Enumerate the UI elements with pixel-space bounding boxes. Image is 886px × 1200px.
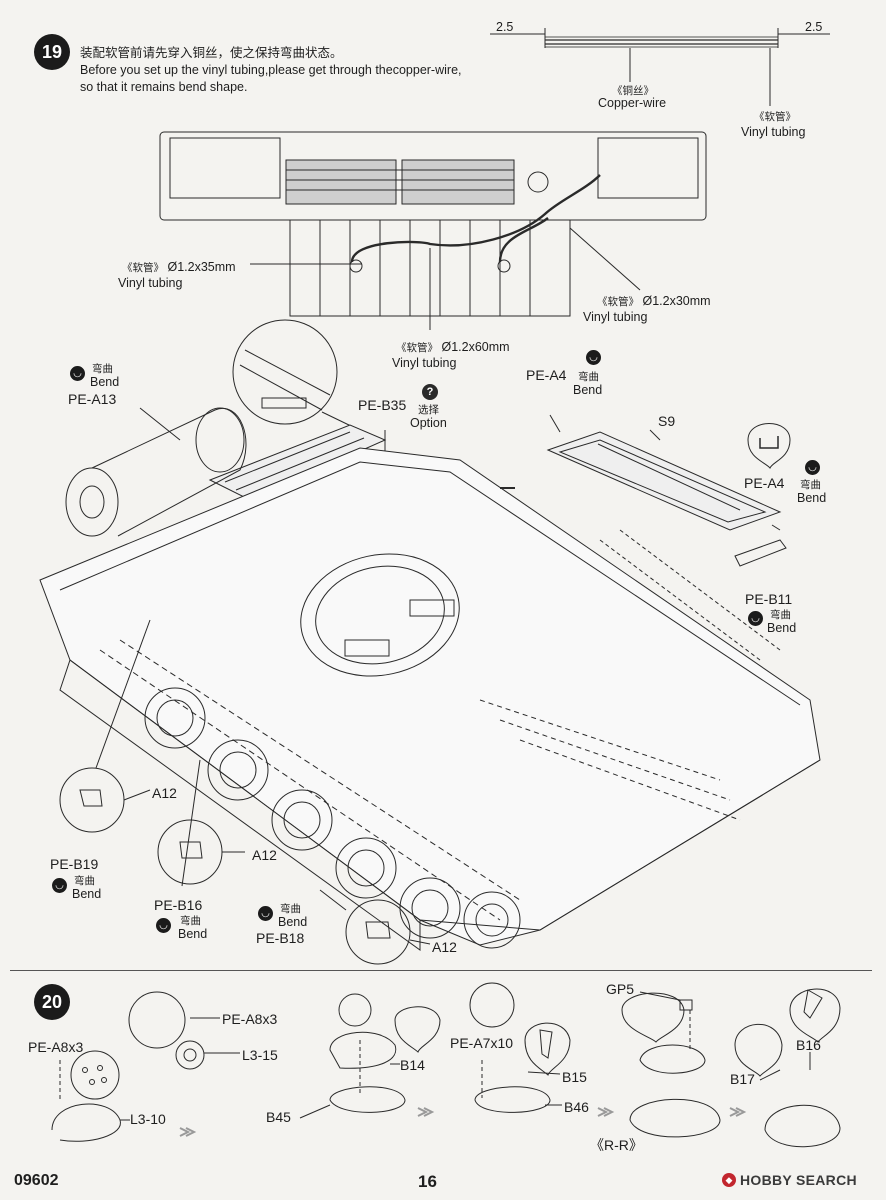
part-a12-3: A12	[432, 939, 457, 955]
part-pe-a4-right: PE-A4	[744, 475, 785, 491]
tube2-label: 《软管》 Ø1.2x30mm	[597, 294, 711, 309]
tube1-en: Vinyl tubing	[118, 276, 183, 290]
step-19-instruction-cn: 装配软管前请先穿入铜丝，使之保持弯曲状态。	[80, 46, 343, 60]
part-pe-b35: PE-B35	[358, 397, 407, 413]
tube1-size: Ø1.2x35mm	[167, 260, 236, 274]
bend-en-4: Bend	[767, 621, 797, 635]
step-19-instruction-en-2: so that it remains bend shape.	[80, 80, 248, 94]
bend-en-5: Bend	[72, 887, 102, 901]
dim-right: 2.5	[805, 20, 823, 34]
part-gp5: GP5	[606, 981, 635, 997]
s9-panel	[546, 429, 787, 567]
zoom-callout	[232, 319, 381, 441]
product-code: 09602	[14, 1172, 59, 1189]
bend-en-7: Bend	[278, 915, 308, 929]
part-pe-b18: PE-B18	[256, 930, 305, 946]
watermark: ◆ HOBBY SEARCH	[722, 1172, 857, 1188]
hobby-search-logo-icon: ◆	[722, 1173, 736, 1187]
part-b45: B45	[266, 1109, 291, 1125]
bend-icon: ◡	[748, 611, 763, 626]
part-pe-b16: PE-B16	[154, 897, 203, 913]
option-question-icon: ?	[422, 384, 438, 400]
part-a12-1: A12	[152, 785, 177, 801]
copper-wire-cn: 《铜丝》	[612, 85, 654, 97]
watermark-text: HOBBY SEARCH	[740, 1172, 857, 1188]
bend-icon: ◡	[156, 918, 171, 933]
part-pe-b11: PE-B11	[745, 591, 793, 607]
step-20-number: 20	[34, 984, 70, 1020]
bend-cn-3: 弯曲	[800, 479, 821, 491]
vinyl-top-en: Vinyl tubing	[741, 125, 806, 139]
bend-icon: ◡	[805, 460, 820, 475]
part-pe-a13: PE-A13	[68, 391, 117, 407]
bend-cn-6: 弯曲	[180, 915, 201, 927]
bend-cn-4: 弯曲	[770, 609, 791, 621]
part-b16: B16	[796, 1037, 821, 1053]
part-pe-a4-top: PE-A4	[526, 367, 567, 383]
tube1-cn: 《软管》	[122, 262, 164, 274]
part-s9: S9	[658, 413, 676, 429]
bend-icon: ◡	[586, 350, 601, 365]
bend-en-1: Bend	[90, 375, 120, 389]
tube2-en: Vinyl tubing	[583, 310, 648, 324]
tube3-size: Ø1.2x60mm	[441, 340, 510, 354]
section-divider	[10, 970, 872, 971]
part-b46: B46	[564, 1099, 589, 1115]
part-a12-2: A12	[252, 847, 277, 863]
page-number: 16	[418, 1172, 437, 1191]
tube3-en: Vinyl tubing	[392, 356, 457, 370]
bend-cn-7: 弯曲	[280, 903, 301, 915]
bend-en-6: Bend	[178, 927, 208, 941]
part-b15: B15	[562, 1069, 587, 1085]
part-l3-15: L3-15	[242, 1047, 278, 1063]
rear-hull-detail	[159, 131, 707, 330]
step20-drawings	[51, 982, 841, 1148]
part-pe-a8x3-left: PE-A8x3	[28, 1039, 84, 1055]
bend-cn-1: 弯曲	[92, 363, 113, 375]
part-b17: B17	[730, 1071, 755, 1087]
tube2-size: Ø1.2x30mm	[642, 294, 711, 308]
tube2-cn: 《软管》	[597, 296, 639, 308]
part-l3-10: L3-10	[130, 1111, 166, 1127]
bend-en-3: Bend	[797, 491, 827, 505]
part-b14: B14	[400, 1057, 425, 1073]
tube3-label: 《软管》 Ø1.2x60mm	[396, 340, 510, 355]
cylinder-drum	[65, 407, 247, 537]
step-19-number: 19	[34, 34, 70, 70]
part-pe-a7x10: PE-A7x10	[450, 1035, 514, 1051]
option-cn: 选择	[418, 404, 439, 416]
bend-icon: ◡	[258, 906, 273, 921]
bend-icon: ◡	[52, 878, 67, 893]
step-19-instruction-en-1: Before you set up the vinyl tubing,pleas…	[80, 63, 462, 77]
tank-hull	[39, 447, 821, 951]
part-pe-a8x3-mid: PE-A8x3	[222, 1011, 278, 1027]
dim-left: 2.5	[496, 20, 514, 34]
section-label-r-r: 《R-R》	[590, 1137, 643, 1153]
part-pe-b19: PE-B19	[50, 856, 99, 872]
bend-en-2: Bend	[573, 383, 603, 397]
option-en: Option	[410, 416, 447, 430]
bend-icon: ◡	[70, 366, 85, 381]
tube3-cn: 《软管》	[396, 342, 438, 354]
step19-leaders	[95, 407, 781, 945]
vinyl-top-cn: 《软管》	[754, 111, 796, 123]
bend-cn-2: 弯曲	[578, 371, 599, 383]
tube1-label: 《软管》 Ø1.2x35mm	[122, 260, 236, 275]
flow-arrows	[179, 1107, 747, 1137]
copper-wire-en: Copper-wire	[598, 96, 667, 110]
bend-cn-5: 弯曲	[74, 875, 95, 887]
copper-wire-diagram	[490, 28, 830, 106]
pe-a4-bubble	[747, 423, 791, 470]
